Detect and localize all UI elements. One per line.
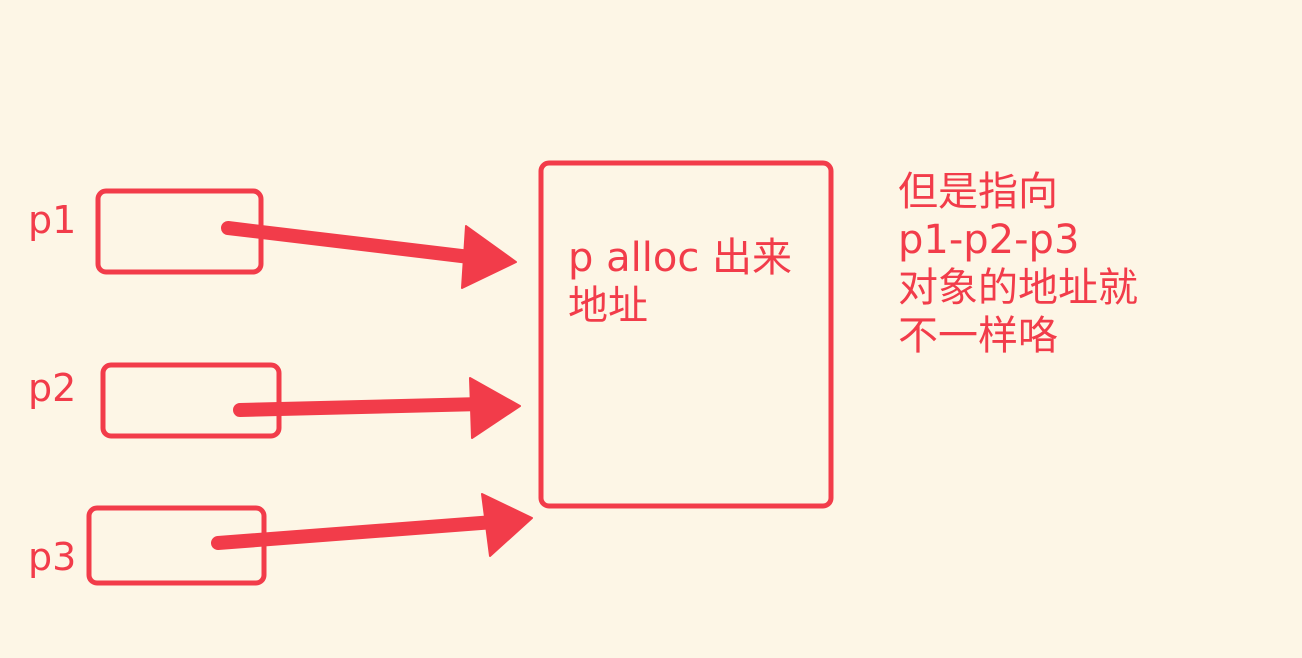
pointer-label-p3: p3 — [28, 535, 77, 579]
arrow-p3 — [211, 493, 533, 557]
allocated-object-label-line-1: p alloc 出来 — [568, 235, 793, 281]
arrow-p1 — [221, 221, 517, 289]
explanation-note: 但是指向 p1-p2-p3 对象的地址就 不一样咯 — [898, 168, 1138, 360]
pointer-label-p1: p1 — [28, 198, 77, 242]
allocated-object-box — [538, 160, 834, 509]
pointer-label-p2: p2 — [28, 366, 77, 410]
arrow-p2 — [233, 377, 521, 439]
note-line-1: 但是指向 — [898, 169, 1058, 215]
pointer-box-p2 — [100, 362, 282, 439]
note-line-2: p1-p2-p3 — [898, 217, 1080, 263]
note-line-4: 不一样咯 — [898, 313, 1058, 359]
allocated-object-label-line-2: 地址 — [568, 283, 648, 329]
allocated-object-label: p alloc 出来 地址 — [568, 234, 792, 330]
note-line-3: 对象的地址就 — [898, 265, 1138, 311]
